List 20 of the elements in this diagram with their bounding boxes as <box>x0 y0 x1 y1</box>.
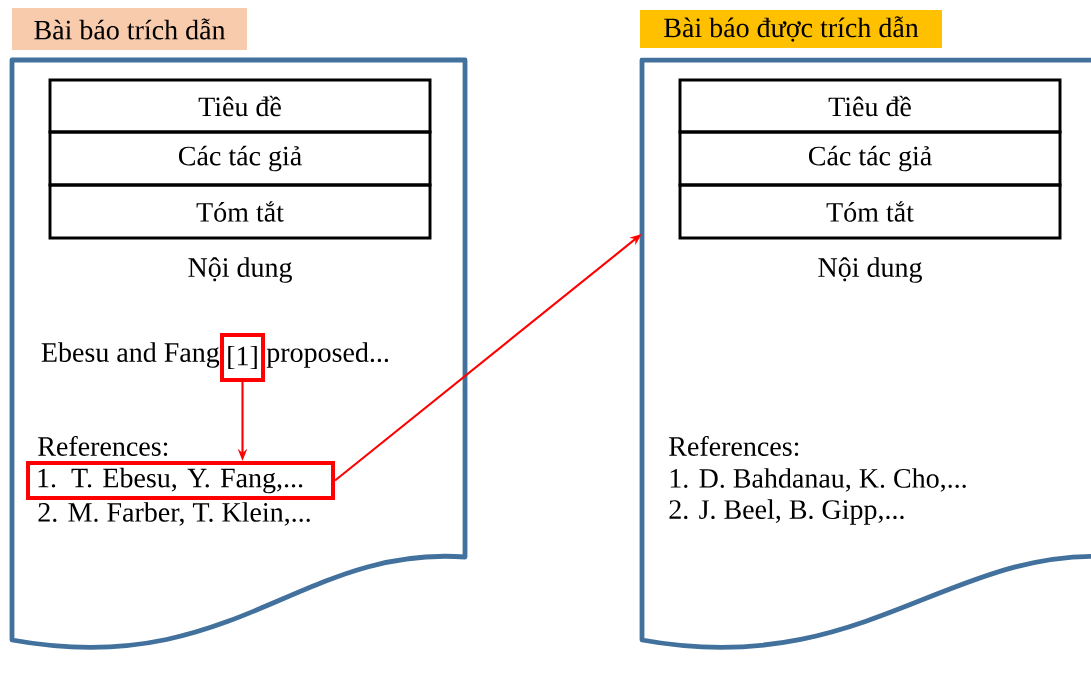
references-heading: References: <box>38 435 168 457</box>
section-box: Tiêu đề <box>48 78 432 134</box>
body-text: Ebesu and Fang <box>41 342 220 368</box>
section-label: Nội dung <box>818 257 922 283</box>
heading-box: Bài báo trích dẫn <box>12 8 247 50</box>
section-box: Các tác giả <box>48 130 432 187</box>
body-text: proposed... <box>266 342 389 368</box>
reference-box: 1. T. Ebesu, Y. Fang,... <box>26 461 335 500</box>
heading-box: Bài báo được trích dẫn <box>640 10 942 48</box>
reference-entry: 1. D. Bahdanau, K. Cho,... <box>670 468 966 492</box>
citation-box: [1] <box>220 333 265 382</box>
document-shape <box>639 57 1091 650</box>
section-label: Nội dung <box>188 257 292 283</box>
section-box: Tóm tắt <box>48 183 432 240</box>
section-box: Tiêu đề <box>678 78 1062 134</box>
reference-entry: 2. J. Beel, B. Gipp,... <box>669 499 904 525</box>
section-box: Tóm tắt <box>678 183 1062 240</box>
document-shape <box>9 57 468 650</box>
section-box: Các tác giả <box>678 130 1062 187</box>
references-heading: References: <box>669 435 799 457</box>
